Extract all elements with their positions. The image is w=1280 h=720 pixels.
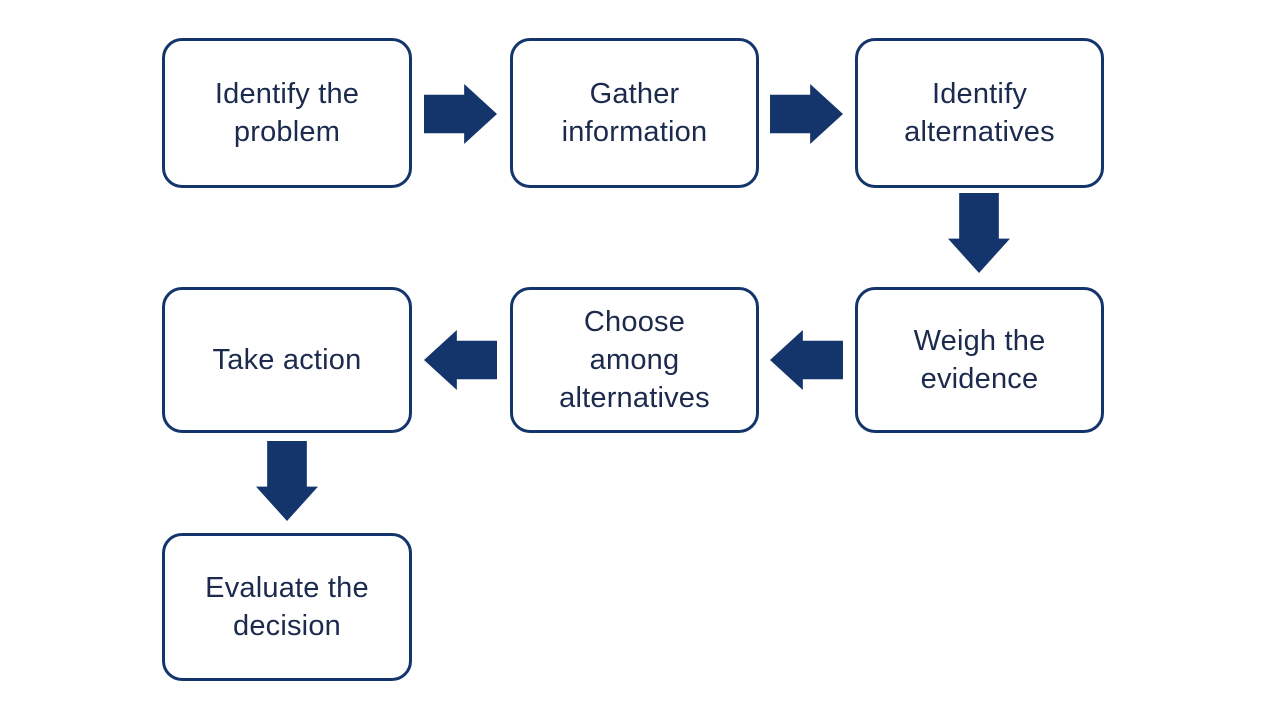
arrow-right-icon: [424, 84, 497, 144]
step-identify-problem-label: Identify the problem: [214, 78, 360, 148]
step-identify-problem: Identify the problem: [162, 38, 412, 188]
step-weigh-evidence-label: Weigh the evidence: [913, 325, 1046, 395]
step-gather-information-label: Gather information: [561, 78, 708, 148]
step-choose-among-alternatives-label: Choose among alternatives: [559, 306, 710, 414]
step-choose-among-alternatives: Choose among alternatives: [510, 287, 759, 433]
arrow-right-icon: [770, 84, 843, 144]
arrow-down-icon: [948, 193, 1010, 273]
step-take-action-label: Take action: [212, 344, 362, 376]
step-identify-alternatives-label: Identify alternatives: [904, 78, 1055, 148]
step-weigh-evidence: Weigh the evidence: [855, 287, 1104, 433]
step-gather-information: Gather information: [510, 38, 759, 188]
step-take-action: Take action: [162, 287, 412, 433]
arrow-left-icon: [424, 330, 497, 390]
step-identify-alternatives: Identify alternatives: [855, 38, 1104, 188]
arrow-left-icon: [770, 330, 843, 390]
arrow-down-icon: [256, 441, 318, 521]
step-evaluate-decision-label: Evaluate the decision: [205, 572, 369, 642]
step-evaluate-decision: Evaluate the decision: [162, 533, 412, 681]
